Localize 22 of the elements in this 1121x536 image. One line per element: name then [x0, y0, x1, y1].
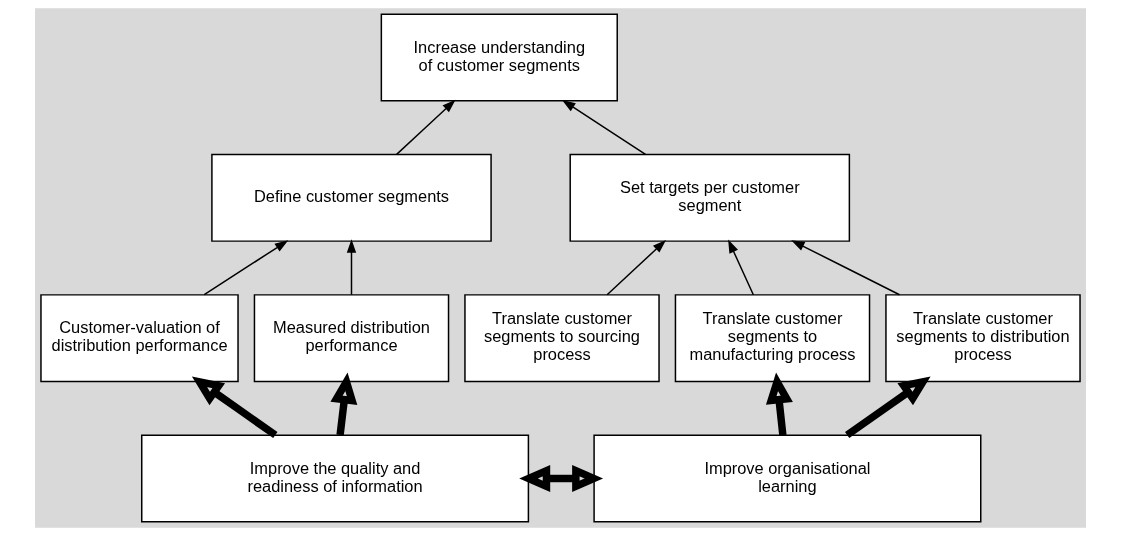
- node-box: Translate customer segments to sourcing process: [464, 294, 660, 383]
- arrow: [728, 239, 755, 296]
- node-box: Improve the quality and readiness of information: [141, 434, 530, 523]
- node-box: Increase understanding of customer segments: [380, 13, 618, 102]
- arrow: [765, 372, 793, 436]
- arrow: [330, 372, 358, 436]
- node-box: Define customer segments: [211, 153, 492, 242]
- node-box: Improve organisational learning: [593, 434, 982, 523]
- arrow: [203, 240, 289, 296]
- arrow: [346, 239, 357, 296]
- arrow: [562, 99, 647, 156]
- arrow: [606, 239, 667, 296]
- node-box: Set targets per customer segment: [569, 153, 851, 242]
- arrow: [845, 376, 931, 439]
- node-box: Measured distribution performance: [253, 294, 450, 383]
- arrow: [191, 376, 278, 439]
- node-box: Customer-valuation of distribution performance: [40, 294, 239, 383]
- arrow: [791, 240, 901, 296]
- node-box: Translate customer segments to manufacturing process: [674, 294, 871, 383]
- node-box: Translate customer segments to distribution process: [885, 294, 1081, 383]
- arrow: [395, 99, 456, 156]
- arrow: [519, 464, 604, 493]
